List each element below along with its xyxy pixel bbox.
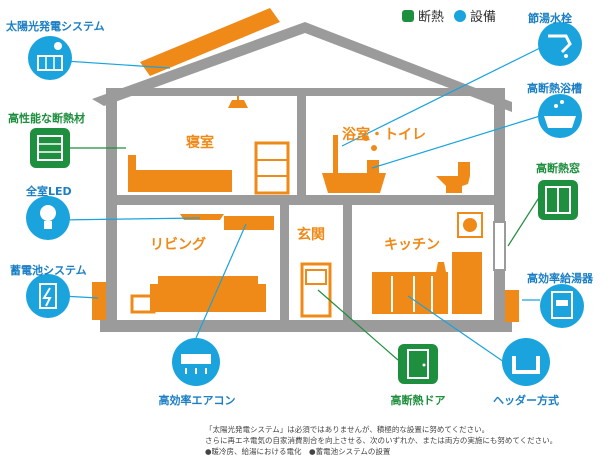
room-bath-toilet: 浴室・トイレ bbox=[342, 127, 426, 143]
faucet-icon bbox=[538, 22, 582, 66]
left-wall bbox=[106, 96, 117, 332]
kitchen-fan-icon bbox=[457, 212, 483, 238]
room-entrance: 玄関 bbox=[297, 227, 325, 243]
bathtub-equipment-icon bbox=[538, 94, 582, 138]
insulation-material-icon bbox=[30, 128, 70, 168]
window-icon bbox=[538, 180, 578, 220]
label-insulation-material: 高性能な断熱材 bbox=[8, 112, 85, 125]
ceiling-fan-icon bbox=[180, 214, 224, 220]
upper-divider bbox=[297, 96, 306, 196]
solar-icon bbox=[28, 36, 72, 80]
refrigerator-icon bbox=[452, 252, 482, 314]
connector-door bbox=[317, 289, 399, 361]
room-living: リビング bbox=[150, 237, 206, 253]
window-notch bbox=[493, 221, 506, 271]
label-battery: 蓄電池システム bbox=[10, 264, 87, 277]
water-heater-icon bbox=[540, 284, 584, 328]
entrance-door-icon bbox=[300, 262, 332, 318]
bookshelf-icon bbox=[254, 141, 290, 195]
sofa-icon bbox=[158, 276, 258, 312]
shower-icon bbox=[333, 135, 338, 173]
label-led: 全室LED bbox=[26, 185, 72, 198]
connector-led bbox=[57, 217, 201, 221]
connector-aircon bbox=[195, 223, 247, 339]
label-water-heater: 高効率給湯器 bbox=[527, 272, 593, 285]
mid-floor-slab bbox=[106, 195, 505, 205]
battery-unit bbox=[92, 282, 106, 320]
water-heater-unit bbox=[505, 290, 519, 322]
connector-bathtub bbox=[371, 115, 541, 169]
door-icon bbox=[398, 344, 438, 384]
footer-note: 「太陽光発電システム」は必須ではありませんが、積極的な設置に努めてください。 さ… bbox=[205, 424, 605, 457]
header-pipe-icon bbox=[502, 338, 550, 386]
bath-panel-icon bbox=[367, 160, 379, 178]
room-bedroom: 寝室 bbox=[186, 135, 214, 151]
label-bathtub: 高断熱浴槽 bbox=[527, 82, 582, 95]
kitchen-counter-icon bbox=[372, 272, 448, 314]
connector-window bbox=[507, 195, 541, 247]
ground-floor-slab bbox=[100, 320, 512, 332]
label-door: 高断熱ドア bbox=[390, 394, 446, 407]
legend-equipment: 設備 bbox=[470, 10, 497, 25]
lower-divider-1 bbox=[280, 205, 289, 321]
room-kitchen: キッチン bbox=[384, 237, 440, 253]
label-window: 高断熱窓 bbox=[536, 162, 580, 175]
footer-line-3: ●暖冷房、給湯における電化 ●蓄電池システムの設置 bbox=[205, 447, 391, 456]
led-bulb-icon bbox=[26, 196, 70, 240]
legend-insulation-swatch bbox=[402, 9, 414, 22]
label-aircon: 高効率エアコン bbox=[158, 394, 236, 407]
ceiling-lamp-icon bbox=[228, 100, 248, 108]
legend-insulation: 断熱 bbox=[418, 10, 445, 25]
bed-headboard bbox=[128, 155, 136, 192]
footer-line-2: さらに再エネ電気の自家消費割合を向上させる、次のいずれか、または両方の実施にも努… bbox=[205, 436, 558, 445]
legend: 断熱 設備 bbox=[402, 6, 496, 25]
roof-solar-panel bbox=[140, 8, 280, 76]
label-header: ヘッダー方式 bbox=[493, 394, 559, 407]
table-icon bbox=[130, 294, 156, 314]
label-faucet: 節湯水栓 bbox=[528, 12, 572, 25]
connector-header bbox=[407, 295, 505, 363]
living-aircon-unit bbox=[224, 216, 274, 230]
footer-line-1: 「太陽光発電システム」は必須ではありませんが、積極的な設置に努めてください。 bbox=[205, 425, 490, 434]
aircon-icon bbox=[172, 338, 220, 386]
bed-icon bbox=[132, 170, 232, 192]
label-solar: 太陽光発電システム bbox=[6, 20, 105, 33]
lower-divider-2 bbox=[343, 205, 352, 321]
legend-equipment-swatch bbox=[454, 9, 467, 22]
connector-faucet bbox=[341, 47, 541, 147]
right-wall bbox=[494, 96, 505, 332]
attic-floor bbox=[106, 88, 505, 96]
toilet-icon bbox=[436, 176, 470, 193]
battery-icon bbox=[26, 274, 70, 318]
